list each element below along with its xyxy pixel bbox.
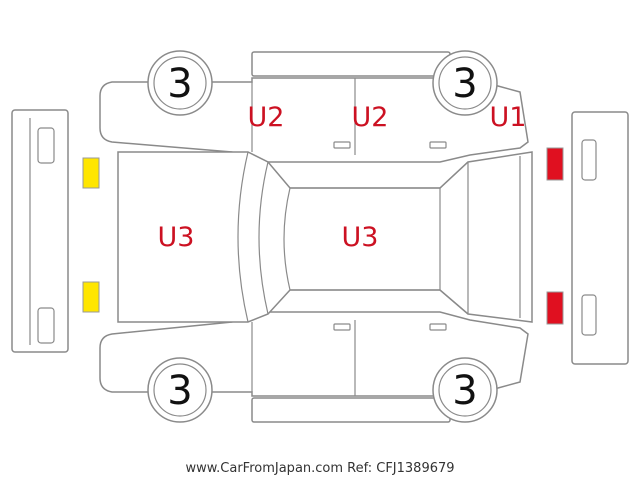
top-view-body bbox=[117, 151, 533, 323]
front-bumper bbox=[11, 109, 69, 353]
tire-front-left: 3 bbox=[147, 50, 213, 116]
tire-rear-right-rating: 3 bbox=[452, 368, 477, 414]
tire-rear-left-rating: 3 bbox=[452, 61, 477, 107]
rear-light-bottom-icon bbox=[546, 291, 564, 325]
rear-bumper bbox=[571, 111, 629, 365]
rear-light-top-icon bbox=[546, 147, 564, 181]
damage-hood: U3 bbox=[158, 222, 195, 253]
tire-front-left-rating: 3 bbox=[167, 61, 192, 107]
front-light-bottom-icon bbox=[82, 281, 100, 313]
tire-rear-left: 3 bbox=[432, 50, 498, 116]
damage-front-left-door: U2 bbox=[352, 102, 389, 133]
footer-watermark: www.CarFromJapan.com Ref: CFJ1389679 bbox=[185, 461, 454, 476]
front-light-top-icon bbox=[82, 157, 100, 189]
tire-front-right-rating: 3 bbox=[167, 368, 192, 414]
damage-rear-left-door: U2 bbox=[248, 102, 285, 133]
tire-rear-right: 3 bbox=[432, 357, 498, 423]
damage-rear-left-fender: U1 bbox=[490, 102, 527, 133]
tire-front-right: 3 bbox=[147, 357, 213, 423]
damage-roof: U3 bbox=[342, 222, 379, 253]
